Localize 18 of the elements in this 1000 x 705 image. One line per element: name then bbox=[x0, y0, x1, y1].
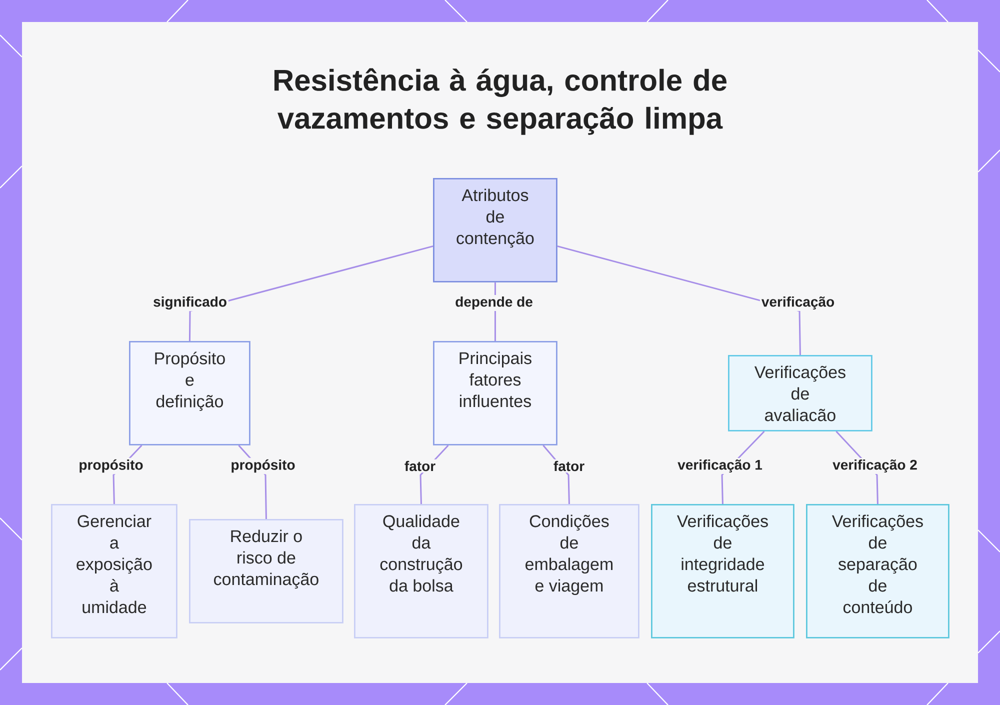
title: Resistência à água, controle de vazamentos e separação limpa bbox=[274, 68, 727, 135]
edge-label: depende de bbox=[454, 294, 534, 312]
concept-box: Verificações de integridade estrutural bbox=[651, 504, 794, 638]
concept-box: Condições de embalagem e viagem bbox=[499, 504, 640, 638]
concept-box: Principais fatores influentes bbox=[433, 341, 558, 446]
concept-box: Verificações de separação de conteúdo bbox=[806, 504, 950, 638]
edge-label: significado bbox=[152, 294, 228, 312]
concept-box: Gerenciar a exposição à umidade bbox=[51, 504, 178, 638]
edge-label: verificação 1 bbox=[676, 458, 764, 474]
edge-label: propósito bbox=[77, 458, 145, 474]
concept-box: Reduzir o risco de contaminação bbox=[189, 519, 344, 624]
concept-box: Verificações de avaliacão bbox=[728, 355, 872, 432]
edge-label: verificação 2 bbox=[831, 458, 919, 474]
edge-label: propósito bbox=[229, 458, 297, 474]
edge-label: verificação bbox=[760, 294, 836, 312]
concept-box: Propósito e definição bbox=[129, 341, 250, 446]
concept-box: Qualidade da construção da bolsa bbox=[354, 504, 488, 638]
concept-box: Atributos de contenção bbox=[433, 178, 558, 282]
